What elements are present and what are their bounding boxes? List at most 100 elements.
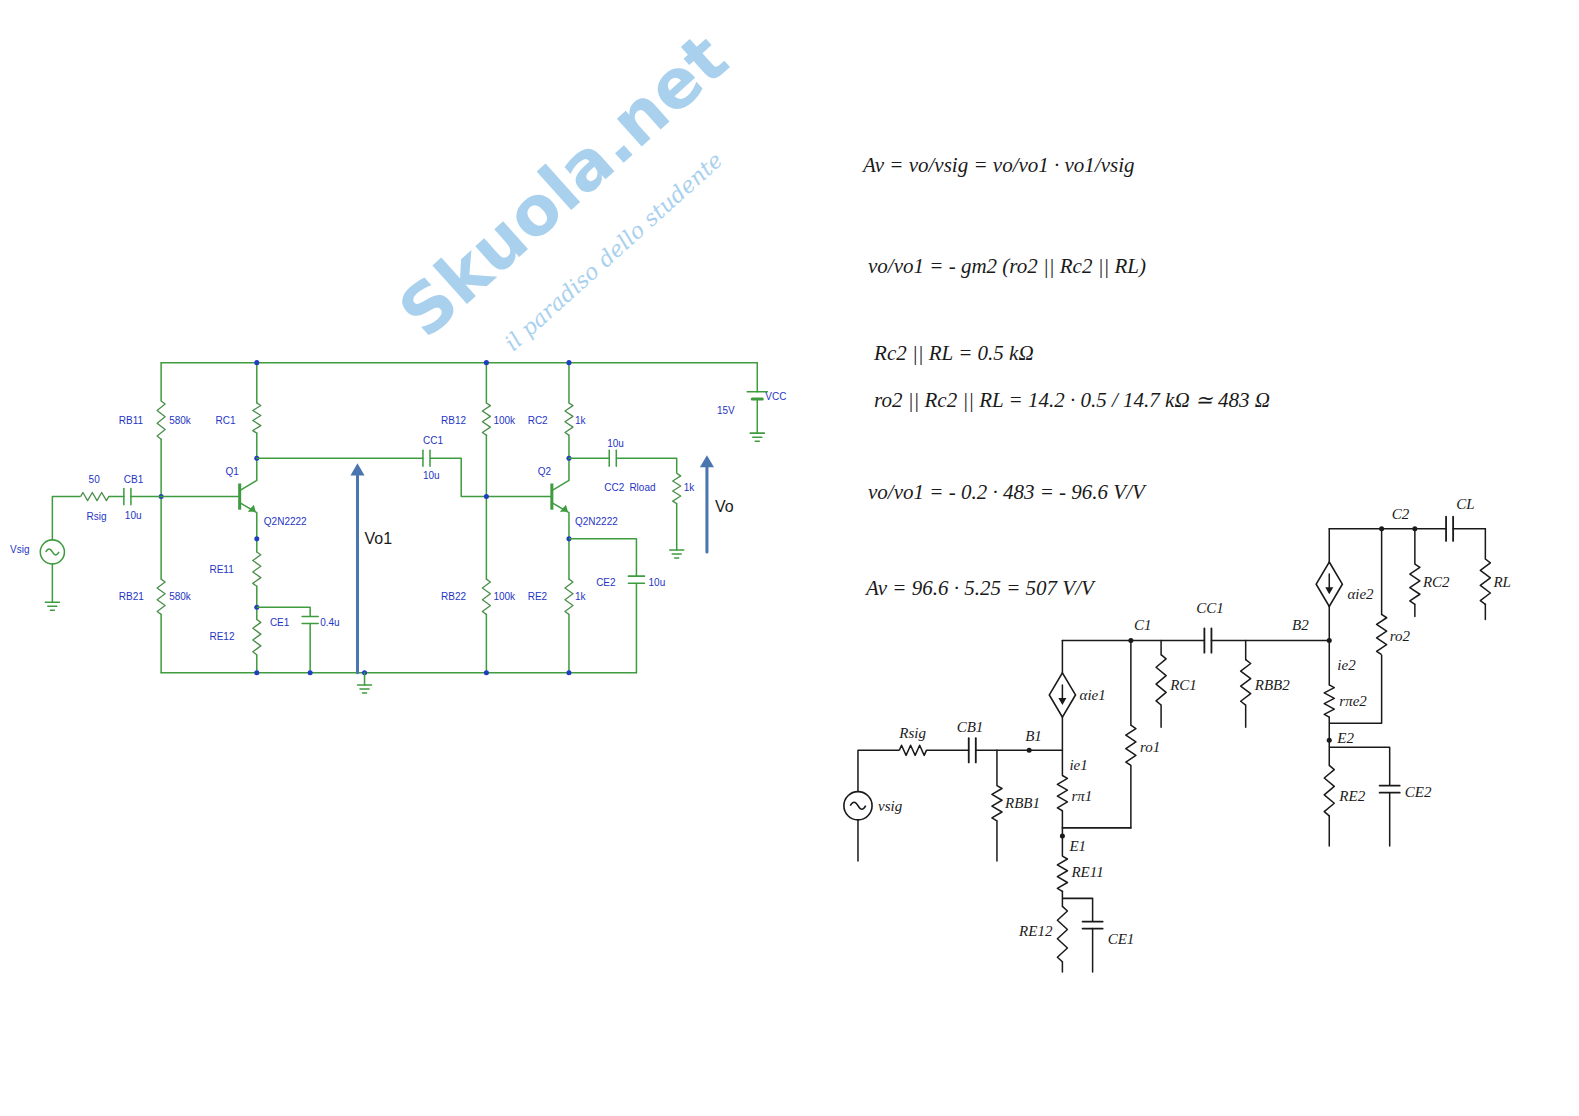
component-label: CE1 — [270, 617, 289, 628]
node-label: C2 — [1392, 505, 1410, 522]
capacitor-symbol — [628, 575, 644, 577]
voltage-label: Vo1 — [365, 530, 393, 548]
component-label: CE1 — [1108, 930, 1135, 947]
component-label: RB21 — [119, 591, 144, 602]
wire — [569, 539, 636, 576]
wire — [858, 750, 899, 791]
supply-value: 15V — [717, 404, 735, 415]
wire — [1245, 641, 1247, 660]
wire — [52, 564, 54, 602]
resistor-symbol — [992, 786, 1002, 821]
wire — [1389, 793, 1391, 846]
wire — [1485, 529, 1487, 559]
wire — [309, 623, 311, 672]
component-value: 10u — [423, 470, 440, 481]
component-value: 1k — [575, 414, 586, 425]
junction-dot — [1128, 638, 1133, 643]
wire — [1329, 816, 1331, 846]
component-label: RE12 — [1019, 923, 1052, 940]
component-label: RE2 — [1339, 787, 1365, 804]
ground-symbol — [675, 557, 679, 559]
node-label: B1 — [1025, 728, 1042, 745]
wire — [1160, 641, 1162, 655]
wire — [1062, 641, 1064, 673]
wire — [1092, 929, 1094, 972]
equation: Rc2 || RL = 0.5 kΩ — [874, 343, 1034, 366]
component-label: Rsig — [87, 510, 107, 521]
capacitor-symbol — [123, 489, 125, 505]
junction-dot — [484, 670, 489, 675]
wire — [568, 363, 570, 403]
ground-symbol — [363, 692, 367, 694]
component-label: CE2 — [596, 577, 615, 588]
wire — [1453, 528, 1485, 530]
component-label: CC2 — [604, 482, 624, 493]
wire — [1329, 747, 1389, 785]
wire — [486, 435, 488, 579]
ground-symbol — [672, 553, 681, 555]
arrow-head — [350, 463, 364, 475]
source-label: αie1 — [1080, 687, 1106, 704]
wire — [1211, 640, 1329, 642]
junction-dot — [484, 494, 489, 499]
part-number: Q2N2222 — [575, 515, 618, 526]
component-label: RC1 — [1170, 677, 1197, 694]
node-label: C1 — [1134, 617, 1152, 634]
transistor-symbol — [240, 458, 257, 490]
ac-source — [844, 792, 872, 820]
voltage-arrow — [705, 465, 708, 552]
component-label: RB22 — [441, 591, 466, 602]
wire — [1160, 705, 1162, 727]
node-label: CL — [1456, 495, 1474, 512]
component-label: rπ1 — [1071, 787, 1092, 804]
component-value: 10u — [607, 438, 624, 449]
junction-dot — [1412, 526, 1417, 531]
wire — [1062, 898, 1092, 921]
wire — [996, 750, 998, 785]
wire — [486, 614, 488, 672]
capacitor-symbol — [302, 616, 318, 618]
wire — [996, 821, 998, 861]
capacitor-symbol — [1380, 785, 1400, 787]
component-label: RC1 — [216, 414, 236, 425]
transistor-symbol — [552, 503, 569, 539]
component-label: rπe2 — [1339, 693, 1367, 710]
wire — [256, 586, 258, 619]
resistor-symbol — [1057, 776, 1067, 811]
resistor-symbol — [1057, 906, 1067, 961]
source-label: vsig — [878, 797, 902, 814]
source-arrow — [1058, 698, 1066, 705]
resistor-symbol — [253, 619, 261, 654]
resistor-symbol — [157, 579, 165, 614]
battery-symbol — [747, 391, 767, 393]
component-value: 1k — [575, 591, 586, 602]
wire — [160, 614, 162, 672]
current-label: ie2 — [1337, 656, 1355, 673]
wire — [757, 363, 759, 392]
voltage-label: Vo — [715, 498, 734, 516]
current-label: ie1 — [1069, 757, 1087, 774]
wire — [569, 458, 609, 460]
component-label: CB1 — [957, 719, 984, 736]
wire — [160, 439, 162, 579]
wire — [256, 655, 258, 673]
transistor-symbol — [550, 483, 553, 509]
resistor-symbol — [253, 403, 261, 433]
capacitor-symbol — [968, 738, 970, 762]
resistor-symbol — [565, 579, 573, 614]
wire — [1414, 604, 1416, 616]
capacitor-symbol — [1445, 517, 1447, 541]
component-value: 0.4u — [320, 617, 339, 628]
wire — [364, 673, 366, 685]
wire — [257, 607, 310, 616]
component-label: RE12 — [209, 631, 234, 642]
source-label: αie2 — [1347, 586, 1373, 603]
component-label: CB1 — [124, 474, 143, 485]
wire — [430, 458, 552, 496]
resistor-symbol — [482, 403, 490, 435]
junction-dot — [1327, 738, 1332, 743]
wire — [1381, 529, 1383, 615]
component-label: RBB1 — [1005, 794, 1040, 811]
component-value: 580k — [169, 414, 191, 425]
